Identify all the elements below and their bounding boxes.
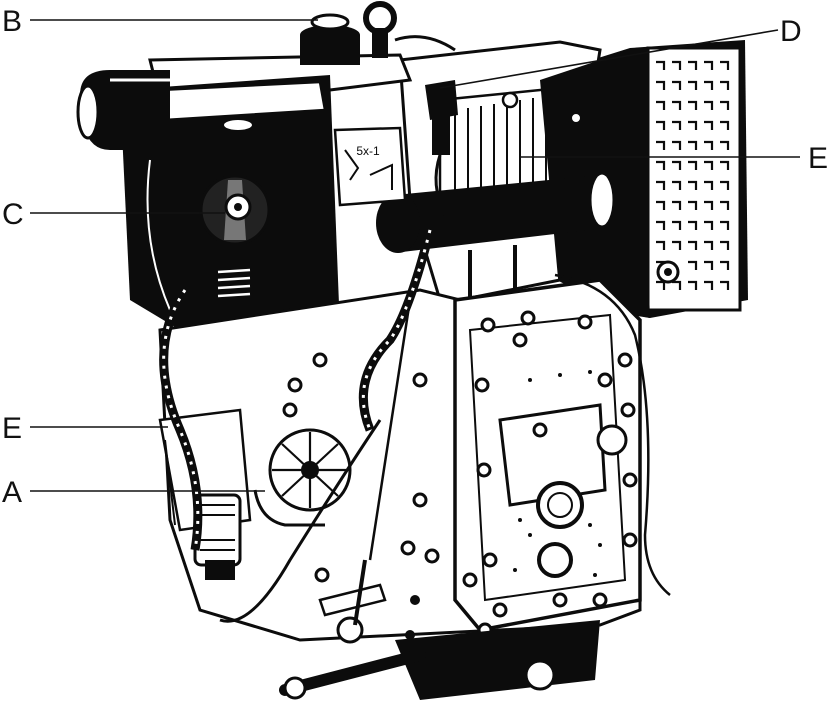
throttle-lever bbox=[318, 559, 420, 644]
callout-d: D bbox=[439, 15, 802, 89]
callout-a-label: A bbox=[2, 476, 22, 509]
callout-e-top: E bbox=[520, 142, 828, 175]
callout-e-left-label: E bbox=[2, 412, 22, 445]
instruction-plate: 5x-1 bbox=[333, 126, 407, 207]
hoses bbox=[159, 228, 671, 623]
callout-e-left: E bbox=[2, 412, 168, 445]
callout-c-label: C bbox=[2, 198, 24, 231]
callout-c: C bbox=[2, 198, 225, 231]
exhaust-pipe bbox=[376, 171, 616, 300]
callout-b: B bbox=[2, 5, 318, 38]
callout-b-label: B bbox=[2, 5, 22, 38]
callouts: B D E C E A bbox=[2, 5, 828, 509]
injector bbox=[425, 80, 458, 216]
callout-a: A bbox=[2, 476, 265, 509]
crankcase bbox=[158, 278, 642, 700]
plate-text: 5x-1 bbox=[356, 144, 380, 158]
callout-e-top-label: E bbox=[808, 142, 828, 175]
callout-d-label: D bbox=[780, 15, 802, 48]
air-filter-housing bbox=[76, 70, 340, 345]
engine-illustration: 5x-1 bbox=[76, 1, 748, 700]
